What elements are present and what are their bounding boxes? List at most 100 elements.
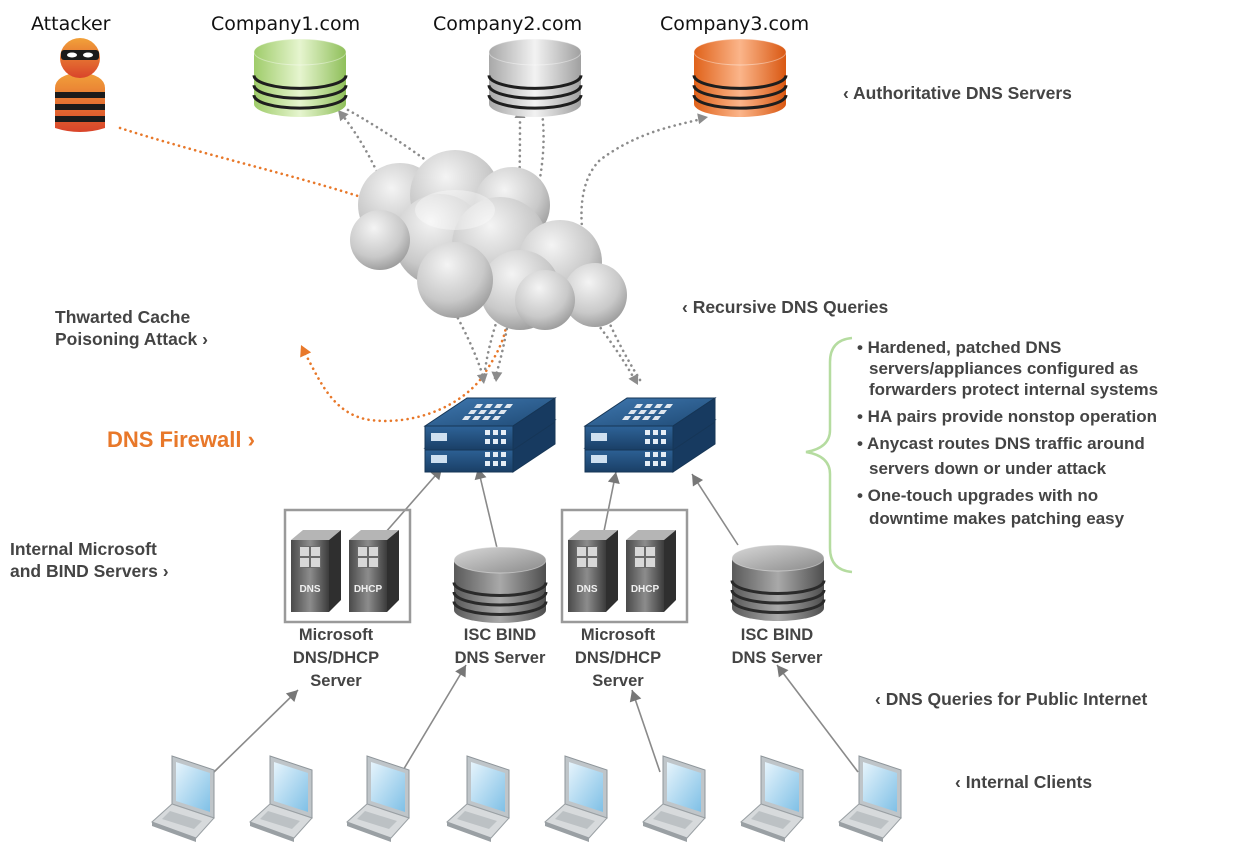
laptop-screen	[765, 762, 799, 812]
query-arrowhead	[491, 371, 503, 382]
database-ring	[252, 94, 348, 110]
cloud-puff	[350, 210, 410, 270]
appliance-side	[672, 397, 716, 451]
internal-client-laptop-icon-8	[838, 755, 902, 842]
bind-server-1-database-icon	[452, 546, 548, 623]
appliance-port	[645, 439, 650, 444]
arrowhead	[285, 690, 298, 703]
windows-logo-pane	[635, 547, 644, 556]
attacker-mask	[61, 50, 99, 60]
database-ring	[692, 84, 788, 100]
appliance-logo-mark	[494, 404, 503, 408]
appliance-logo-mark	[664, 404, 673, 408]
appliance-led	[591, 455, 607, 463]
tower-badge: DHCP	[631, 584, 660, 595]
appliance-port	[485, 430, 490, 435]
appliance-port	[493, 439, 498, 444]
database-top	[253, 38, 347, 66]
database-top	[731, 544, 825, 572]
query-path-company3	[580, 116, 707, 382]
database-ring	[487, 75, 583, 90]
appliance-port	[493, 452, 498, 457]
appliance-logo-mark	[658, 410, 667, 414]
link-bind1-fw1	[477, 467, 498, 549]
link-ms1-fw1	[377, 467, 443, 542]
attack-path	[118, 126, 509, 423]
windows-logo-pane	[588, 547, 597, 556]
appliance-logo-mark	[498, 410, 507, 414]
attacker-body	[55, 72, 105, 132]
appliance-logo-mark	[622, 416, 631, 420]
appliance-port	[653, 452, 658, 457]
link-client-ms1	[213, 689, 299, 773]
attacker-icon	[55, 38, 105, 132]
database-ring	[452, 601, 548, 616]
appliance-port	[661, 461, 666, 466]
attacker-stripe	[55, 104, 105, 110]
dns-firewall-label: DNS Firewall ›	[107, 427, 255, 452]
cloud-puff	[417, 242, 493, 318]
laptop-keys	[751, 811, 791, 829]
internal-client-laptop-icon-4	[446, 755, 510, 842]
dns-server-tower-icon: DNS	[568, 530, 618, 612]
tower-top	[626, 530, 676, 540]
cloud-highlight	[415, 190, 495, 230]
appliance-port	[493, 461, 498, 466]
tower-top	[291, 530, 341, 540]
appliance-port	[645, 452, 650, 457]
tower-side	[664, 530, 676, 612]
query-arrowhead	[476, 373, 488, 384]
attacker-eye	[67, 52, 77, 58]
server-label-line: Microsoft	[298, 626, 374, 644]
database-ring	[692, 94, 788, 110]
server-group-frame	[283, 508, 412, 624]
windows-logo-pane	[588, 558, 597, 567]
database-ring	[730, 589, 826, 605]
attack-arrowhead	[300, 345, 312, 358]
internal-client-laptop-icon-2	[249, 755, 313, 842]
feature-line: • Anycast routes DNS traffic around	[857, 434, 1145, 453]
feature-line: • One-touch upgrades with no	[857, 486, 1099, 505]
internal-servers-line-2: and BIND Servers ›	[10, 561, 169, 581]
database-ring	[452, 582, 548, 597]
dns-server-tower-icon: DNS	[291, 530, 341, 612]
appliance-port	[501, 430, 506, 435]
feature-line: servers down or under attack	[869, 459, 1107, 478]
internal-client-laptop-icon-6	[642, 755, 706, 842]
appliance-port	[501, 439, 506, 444]
public-queries-label: ‹ DNS Queries for Public Internet	[875, 689, 1148, 709]
appliance-logo-mark	[634, 404, 643, 408]
company2-database-icon	[487, 38, 583, 117]
laptop-screen	[863, 762, 897, 812]
company2-label: Company2.com	[433, 13, 583, 35]
feature-line: forwarders protect internal systems	[869, 380, 1159, 399]
connector-lines	[118, 98, 859, 773]
query-arrowhead	[338, 110, 349, 122]
database-body	[454, 560, 546, 623]
laptop-keys	[260, 811, 300, 829]
appliance-logo-mark	[478, 410, 487, 414]
windows-logo-pane	[300, 558, 309, 567]
arrowhead	[777, 665, 789, 678]
laptop-screen	[371, 762, 405, 812]
windows-logo-pane	[646, 547, 655, 556]
server-label-line: DNS Server	[454, 649, 546, 667]
link-client-bind1	[401, 664, 467, 773]
laptop-keys	[457, 811, 497, 829]
arrowhead	[692, 474, 704, 487]
appliance-logo-mark	[652, 416, 661, 420]
appliance-port	[493, 430, 498, 435]
windows-logo-pane	[646, 558, 655, 567]
server-label-bind-1: ISC BIND DNS Server	[430, 624, 570, 670]
windows-logo-pane	[369, 558, 378, 567]
server-label-line: Server	[592, 672, 644, 690]
server-label-ms-1: Microsoft DNS/DHCP Server	[266, 624, 406, 693]
link-client-ms2	[631, 689, 661, 773]
laptop-keys	[162, 811, 202, 829]
laptop-screen	[274, 762, 308, 812]
feature-item-2: • HA pairs provide nonstop operation	[857, 406, 1158, 427]
internal-client-laptop-icon-1	[151, 755, 215, 842]
internet-cloud-icon	[350, 150, 627, 330]
windows-logo-pane	[358, 547, 367, 556]
